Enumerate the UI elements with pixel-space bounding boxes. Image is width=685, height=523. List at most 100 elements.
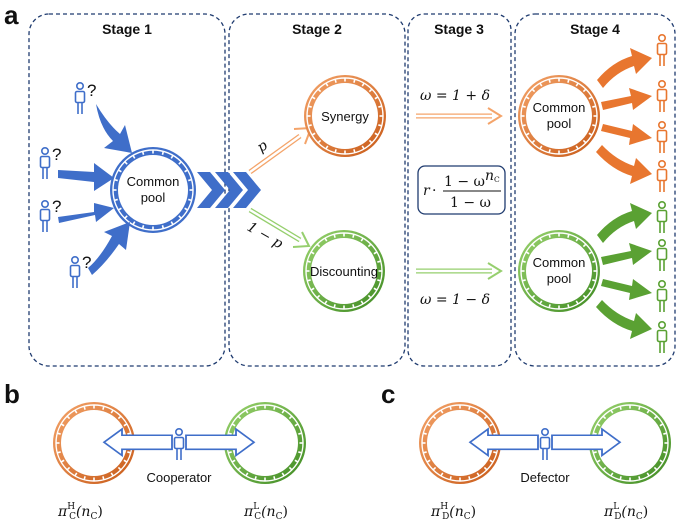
synergy-pool-label: Synergy	[321, 109, 369, 124]
stage-4-top-pool-label-line2: pool	[547, 116, 572, 131]
pool-segment-ring	[112, 149, 194, 231]
cooperator-label: Cooperator	[146, 470, 212, 485]
question-mark: ?	[82, 253, 91, 272]
omega-discount-label: ω = 1 − δ	[420, 292, 490, 308]
chevron-icon	[215, 172, 243, 208]
formula-dot: ·	[432, 183, 436, 199]
chevron-icon	[233, 172, 261, 208]
contribution-arrows	[58, 104, 132, 275]
pool-segment-ring	[520, 77, 598, 155]
payout-arrow-icon	[601, 124, 652, 145]
cooperator-left-arrow-icon	[102, 427, 173, 458]
discounting-branch-arrow-icon	[248, 207, 311, 248]
defector-label: Defector	[520, 470, 570, 485]
pool-center	[427, 410, 493, 476]
question-mark: ?	[52, 145, 61, 164]
payout-arrow-icon	[601, 88, 652, 110]
payout-arrow-icon	[596, 300, 652, 339]
stage-3-title: Stage 3	[434, 21, 484, 37]
stage-4-top-common-pool	[518, 75, 600, 157]
question-mark: ?	[87, 81, 96, 100]
stage-2-box	[228, 13, 406, 367]
stage-4-title: Stage 4	[570, 21, 620, 37]
stage-4-bottom-common-pool	[518, 230, 600, 312]
person-icon	[656, 239, 668, 272]
panel-label-b: b	[4, 379, 20, 409]
discounting-pool-label: Discounting	[310, 264, 378, 279]
synergy-transfer-arrow-icon	[416, 107, 503, 125]
formula-numerator: 1 − ωnC	[444, 168, 500, 190]
contribution-arrow-icon	[58, 203, 114, 223]
contribution-arrow-icon	[58, 163, 114, 191]
person-icon	[69, 256, 81, 289]
person-icon	[656, 280, 668, 313]
pool-center	[597, 410, 663, 476]
pool-segment-ring	[305, 232, 383, 310]
stage-1-pool-label-line2: pool	[141, 190, 166, 205]
formula-r: r	[423, 183, 431, 199]
stage-4-bottom-pool-label-line2: pool	[547, 271, 572, 286]
pool-center	[312, 83, 378, 149]
pool-segment-ring	[520, 232, 598, 310]
pool-segment-ring	[306, 77, 384, 155]
discounting-payout-arrows	[596, 203, 652, 339]
cooperator-person-icon	[173, 428, 185, 461]
stage-1-contributors	[39, 82, 86, 289]
pool-center	[61, 410, 127, 476]
pool-center	[526, 83, 592, 149]
pool-center	[232, 410, 298, 476]
stage-4-box	[514, 13, 676, 367]
cooperator-discounting-pool	[224, 402, 306, 484]
defector-right-arrow-icon	[551, 427, 622, 458]
multiplication-factor-box	[417, 165, 506, 215]
payout-arrow-icon	[597, 48, 652, 88]
payout-arrow-icon	[597, 203, 652, 243]
contribution-arrow-icon	[96, 104, 132, 153]
person-icon	[656, 160, 668, 193]
discounting-pool	[303, 230, 385, 312]
defector-synergy-pool	[419, 402, 501, 484]
person-icon	[656, 321, 668, 354]
pool-center	[311, 238, 377, 304]
panel-label-a: a	[4, 0, 19, 30]
stage-1-title: Stage 1	[102, 21, 152, 37]
stage-1-common-pool	[110, 147, 196, 233]
stage-2-title: Stage 2	[292, 21, 342, 37]
person-icon	[656, 201, 668, 234]
pool-center	[526, 238, 592, 304]
defector-person-icon	[539, 428, 551, 461]
stage-4-bottom-pool-label-line1: Common	[533, 255, 586, 270]
pool-center	[118, 155, 188, 225]
contribution-arrow-icon	[88, 222, 130, 275]
stage-4-top-pool-label-line1: Common	[533, 100, 586, 115]
cooperator-synergy-pool	[53, 402, 135, 484]
payout-arrow-icon	[601, 243, 652, 265]
panel-label-c: c	[381, 379, 395, 409]
probability-one-minus-p: 1 − p	[244, 219, 285, 252]
question-mark: ?	[52, 197, 61, 216]
discounting-recipients	[656, 201, 668, 354]
synergy-pool	[304, 75, 386, 157]
stage-1-pool-label-line1: Common	[127, 174, 180, 189]
discounting-transfer-arrow-icon	[416, 262, 503, 280]
person-icon	[656, 80, 668, 113]
person-icon	[39, 200, 51, 233]
synergy-payout-arrows	[596, 48, 652, 184]
formula-denominator: 1 − ω	[450, 195, 491, 211]
synergy-recipients	[656, 34, 668, 193]
stage-3-box	[407, 13, 512, 367]
person-icon	[656, 121, 668, 154]
payout-arrow-icon	[601, 279, 652, 300]
defector-discounting-pool	[589, 402, 671, 484]
defector-left-arrow-icon	[468, 427, 539, 458]
cooperator-right-arrow-icon	[185, 427, 256, 458]
person-icon	[656, 34, 668, 67]
person-icon	[74, 82, 86, 115]
chevron-arrows-icon	[197, 172, 261, 208]
person-icon	[39, 147, 51, 180]
